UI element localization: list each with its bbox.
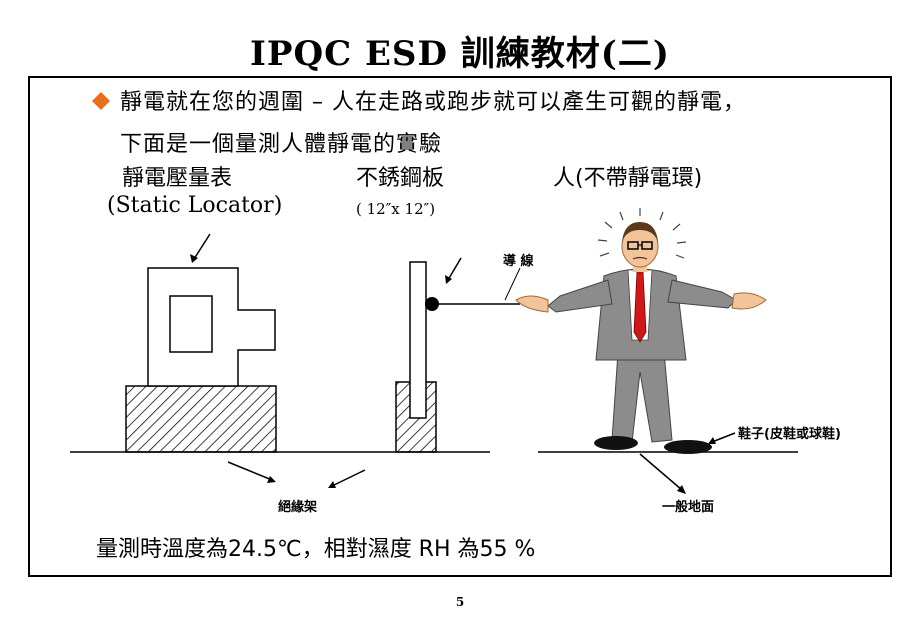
bullet-text-line2: 下面是一個量測人體靜電的實驗 bbox=[120, 132, 443, 157]
wire-label: 導 線 bbox=[503, 254, 534, 269]
person-label: 人(不帶靜電環) bbox=[553, 166, 703, 191]
page-number: 5 bbox=[455, 595, 465, 609]
content-frame bbox=[28, 76, 892, 577]
floor-label: 一般地面 bbox=[662, 500, 715, 515]
meter-label: 靜電壓量表 bbox=[122, 166, 233, 191]
plate-pointer-arrow bbox=[447, 257, 462, 281]
meter-display bbox=[169, 295, 213, 353]
person-figure-icon bbox=[515, 208, 767, 454]
stainless-plate bbox=[409, 261, 427, 419]
meter-en-label: (Static Locator) bbox=[107, 193, 283, 218]
plate-label: 不銹鋼板 bbox=[356, 166, 445, 191]
rack-arrow-left bbox=[227, 461, 273, 481]
rack-arrow-right bbox=[331, 469, 366, 487]
shoes-arrow bbox=[711, 432, 736, 443]
page-title: IPQC ESD 訓練教材(二) bbox=[250, 34, 670, 74]
insulated-rack-meter bbox=[125, 385, 277, 453]
plate-size-label: ( 12″x 12″) bbox=[356, 200, 436, 218]
measurement-note: 量測時溫度為24.5℃，相對濕度 RH 為55 % bbox=[96, 537, 536, 562]
meter-pointer-arrow bbox=[193, 233, 211, 260]
bullet-text-line1: 靜電就在您的週圍 – 人在走路或跑步就可以產生可觀的靜電， bbox=[120, 90, 746, 115]
diamond-bullet-icon bbox=[92, 92, 110, 110]
wire-label-arrow bbox=[504, 267, 521, 301]
shoes-label: 鞋子(皮鞋或球鞋) bbox=[738, 427, 841, 442]
floor-arrow bbox=[639, 453, 683, 491]
insulated-rack-label: 絕緣架 bbox=[278, 500, 318, 515]
